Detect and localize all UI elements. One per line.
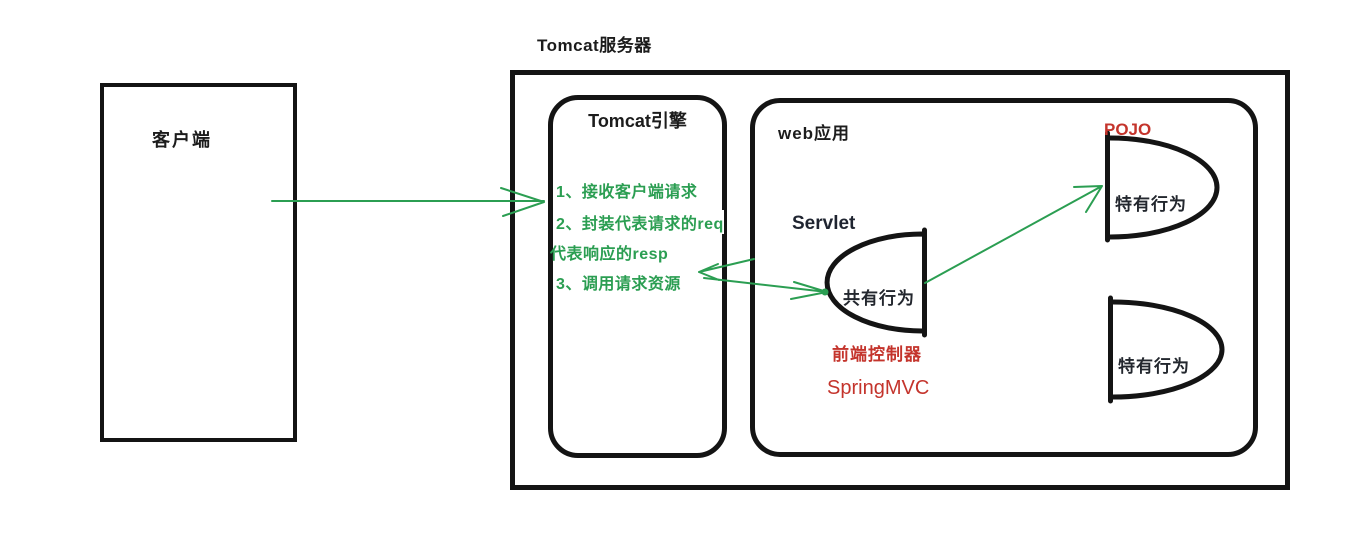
client-request-arrow-icon <box>271 187 545 217</box>
engine-step-2: 2、封装代表请求的req <box>556 210 724 234</box>
specific-behavior-label-top: 特有行为 <box>1115 195 1187 214</box>
tomcat-server-box <box>510 70 1290 490</box>
client-label: 客户端 <box>152 130 212 150</box>
web-app-box <box>750 98 1258 457</box>
specific-behavior-label-bottom: 特有行为 <box>1118 357 1190 376</box>
pojo-label: POJO <box>1104 120 1152 139</box>
diagram-title: Tomcat服务器 <box>537 36 652 55</box>
front-controller-label: 前端控制器 <box>832 345 922 364</box>
web-app-label: web应用 <box>778 124 851 143</box>
tomcat-engine-label: Tomcat引擎 <box>588 111 687 131</box>
engine-step-1: 1、接收客户端请求 <box>556 184 698 201</box>
engine-step-3: 3、调用请求资源 <box>556 276 681 293</box>
servlet-label: Servlet <box>792 213 856 234</box>
shared-behavior-label: 共有行为 <box>843 289 915 308</box>
client-box <box>100 83 297 442</box>
springmvc-label: SpringMVC <box>827 377 930 399</box>
engine-step-2-continued: 代表响应的resp <box>550 246 669 263</box>
